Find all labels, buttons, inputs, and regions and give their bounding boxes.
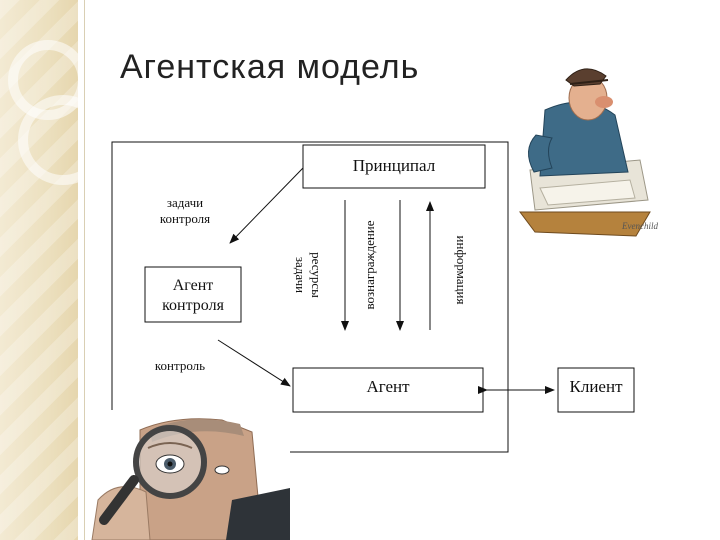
- principal-box[interactable]: [302, 144, 486, 189]
- control-tasks-label-line1: задачи: [167, 195, 203, 210]
- slide-title: Агентская модель: [120, 48, 420, 86]
- decorative-side-band: [0, 0, 108, 540]
- outer-frame: [111, 141, 509, 453]
- control-label: контроль: [155, 358, 205, 373]
- client-box[interactable]: [557, 367, 635, 413]
- side-divider: [84, 0, 85, 540]
- agent-label: Агент: [366, 377, 410, 396]
- agent-box[interactable]: [292, 367, 484, 413]
- client-label: Клиент: [570, 377, 624, 396]
- arrow-control-agent-to-agent: [217, 339, 291, 387]
- control-agent-label-line2: контроля: [162, 297, 224, 314]
- control-tasks-label-line2: контроля: [160, 211, 210, 226]
- resources-label: ресурсы: [309, 252, 324, 298]
- principal-label: Принципал: [353, 156, 436, 175]
- magnifier-man-illustration: [88, 418, 290, 540]
- information-label: информация: [454, 236, 469, 305]
- arrow-principal-to-control-agent: [229, 167, 304, 244]
- tasks-label: задачи: [293, 257, 308, 293]
- businessman-illustration: Evenchild: [512, 68, 658, 237]
- reward-label: вознаграждение: [362, 220, 377, 309]
- control-agent-box[interactable]: [144, 266, 242, 323]
- illustration-signature: Evenchild: [621, 221, 658, 231]
- control-agent-label-line1: Агент: [173, 277, 214, 294]
